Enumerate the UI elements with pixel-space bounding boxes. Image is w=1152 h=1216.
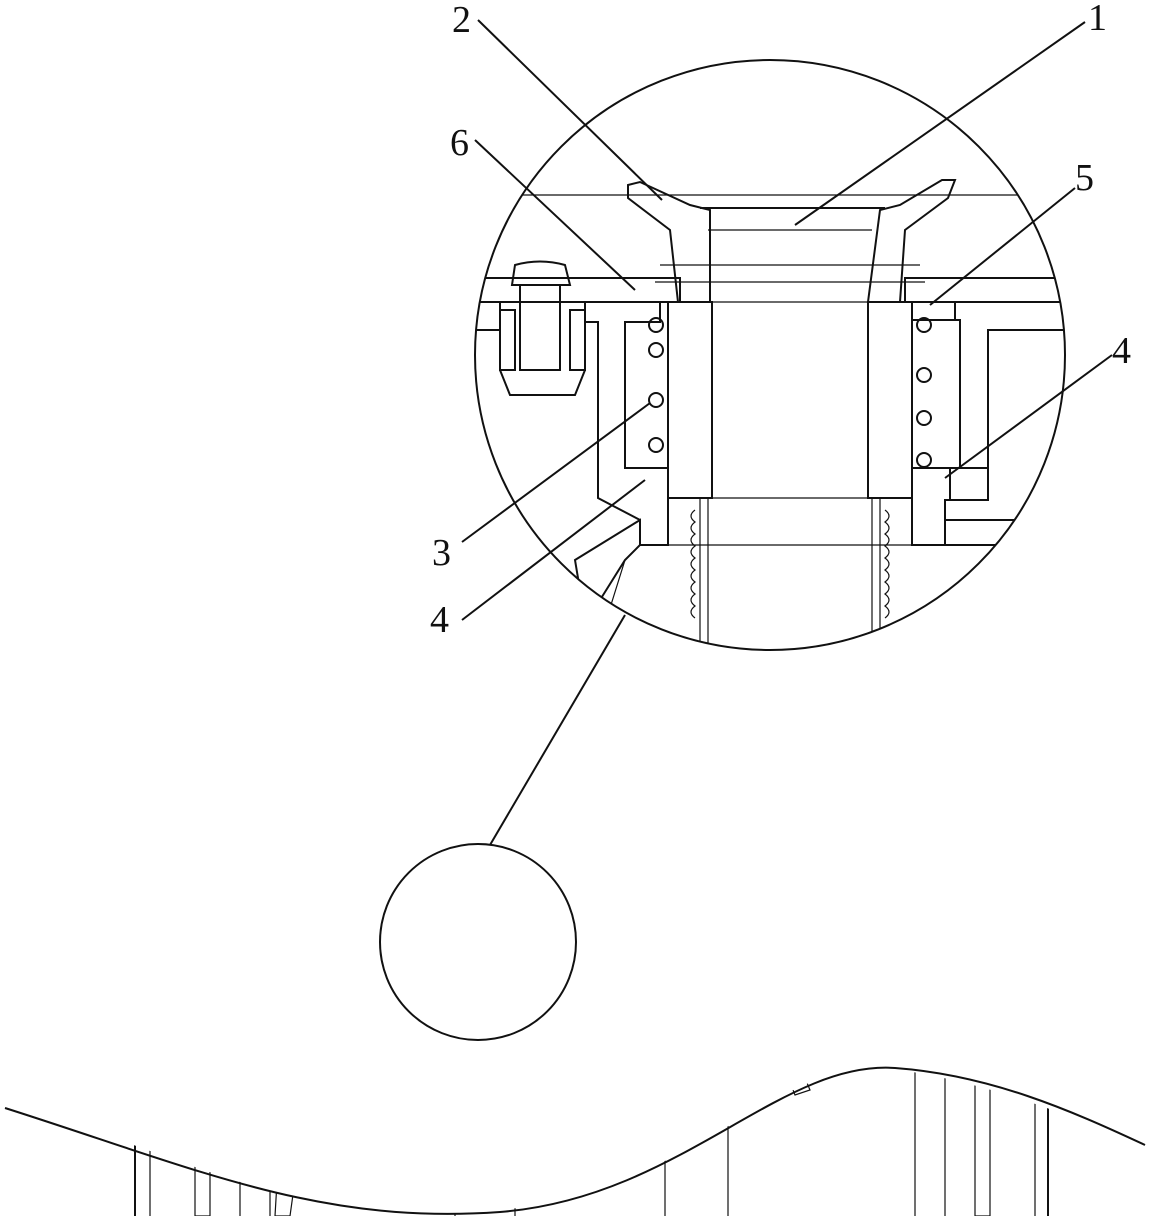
tube-left-corrugation — [690, 509, 696, 619]
label-part-1: 1 — [1088, 0, 1107, 39]
part-1-left-wall — [667, 301, 713, 499]
hopper-inner-line-2 — [699, 1068, 761, 1101]
left-sleeve-r — [515, 925, 529, 985]
label-part-4-right: 4 — [1112, 330, 1131, 372]
label-part-5: 5 — [1075, 157, 1094, 199]
leader-1 — [794, 21, 1086, 226]
detail-view — [474, 59, 1066, 651]
general-view — [4, 798, 1146, 1216]
label-part-6: 6 — [450, 122, 469, 164]
top-plate-right — [520, 912, 980, 924]
left-funnel-r — [518, 888, 545, 995]
right-funnel-r — [730, 885, 755, 995]
leader-3 — [461, 402, 651, 543]
top-plate-left — [195, 912, 385, 924]
label-part-3: 3 — [432, 532, 451, 574]
left-hopper — [274, 1068, 441, 1216]
screw — [519, 284, 561, 371]
reference-callouts: 2 1 6 5 4 3 4 — [430, 0, 1131, 641]
body-right-outer — [995, 1068, 1049, 1216]
left-funnel-l — [432, 895, 460, 995]
boss-walls — [499, 309, 586, 371]
label-part-2: 2 — [452, 0, 471, 41]
right-spring — [916, 317, 932, 468]
right-wall — [974, 1068, 991, 1216]
left-spring — [648, 317, 664, 453]
part-2-left-flange — [627, 180, 711, 303]
leader-4-right — [944, 354, 1113, 479]
leader-5 — [929, 187, 1076, 306]
hopper-inner-line — [399, 1068, 521, 1151]
part-1-right-wall — [867, 301, 913, 499]
detail-circle — [474, 59, 1066, 651]
label-part-4-left: 4 — [430, 599, 449, 641]
left-sleeve-l — [448, 925, 462, 985]
part-5-cap — [911, 301, 956, 321]
left-housing-r — [545, 928, 559, 996]
break-line — [4, 1066, 1146, 1215]
detail-marker-circle — [379, 843, 577, 1041]
right-funnel-l — [638, 888, 662, 995]
leader-4-left — [461, 479, 646, 621]
small-springs — [437, 937, 745, 973]
part-2-right-flange — [866, 179, 957, 303]
plate-right — [904, 277, 1065, 303]
left-housing-l — [420, 928, 434, 996]
left-housing — [584, 301, 669, 546]
leader-6 — [474, 139, 636, 291]
screw-1 — [395, 915, 415, 950]
top-handle — [190, 798, 995, 888]
part-6-plate-left — [479, 277, 681, 303]
screw-2 — [583, 915, 603, 950]
hopper-wall — [573, 518, 641, 602]
screw-3 — [772, 915, 792, 950]
right-housing-l — [630, 928, 644, 996]
lower-plate — [420, 995, 760, 1005]
detail-leader — [489, 614, 626, 846]
right-housing-r — [750, 928, 764, 996]
right-hopper — [754, 1068, 811, 1096]
right-housing — [949, 301, 1065, 501]
screw-head — [510, 260, 572, 286]
leader-2 — [477, 19, 663, 201]
tube-right-corrugation — [884, 509, 890, 619]
right-lower-plate — [944, 519, 1065, 546]
screw-boss — [499, 301, 586, 396]
hopper-line — [599, 559, 626, 641]
